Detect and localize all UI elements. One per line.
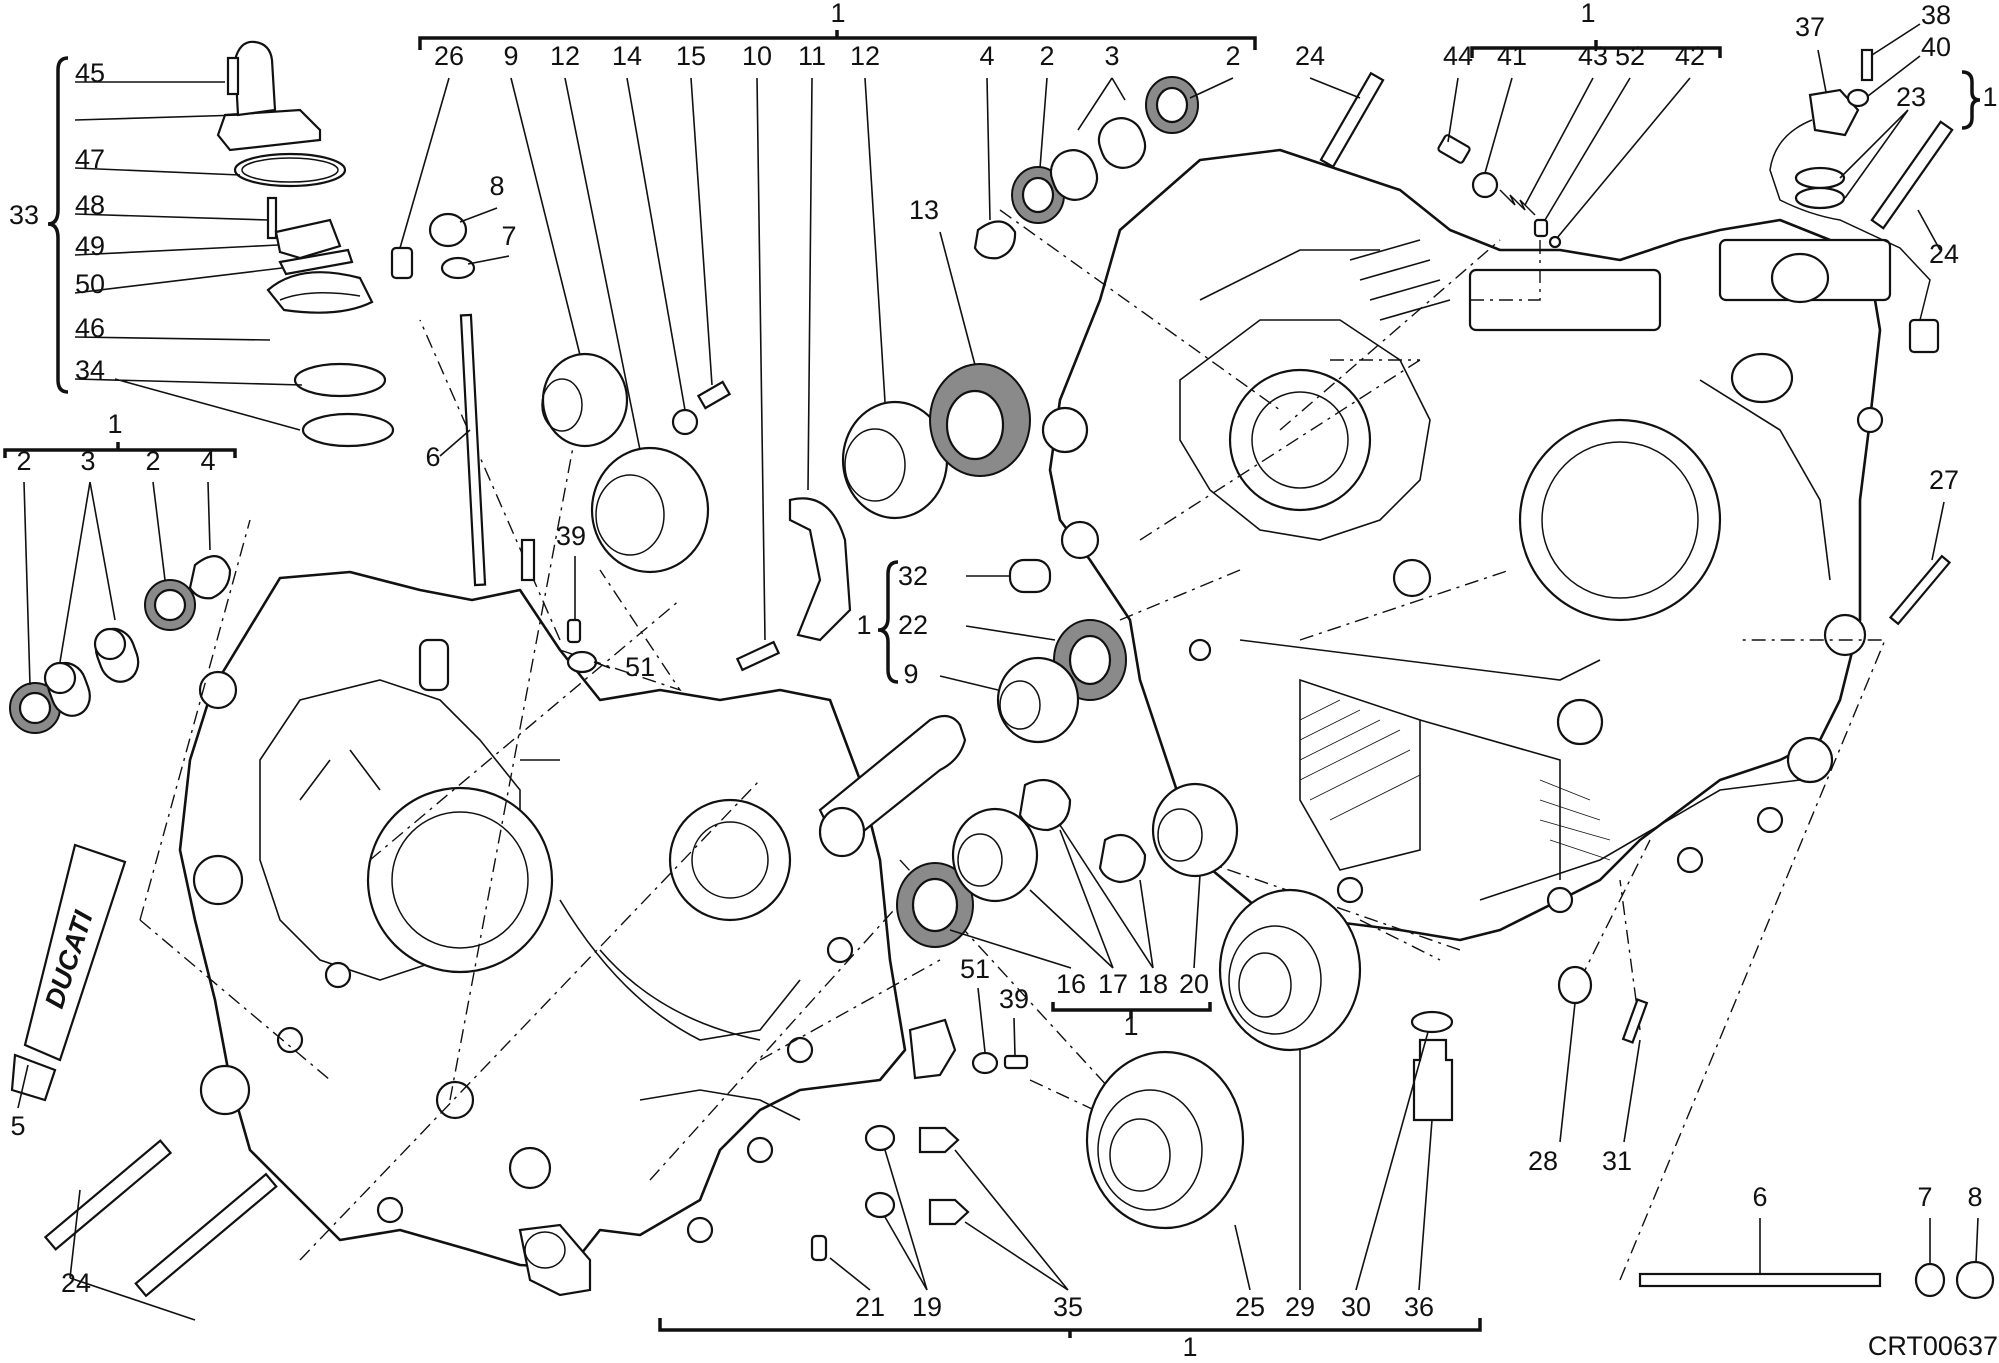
callout-c8b: 8 bbox=[1967, 1182, 1982, 1212]
callout-c14: 14 bbox=[612, 41, 642, 71]
callout-c1d: 1 bbox=[1123, 1011, 1138, 1041]
callout-c13: 13 bbox=[909, 195, 939, 225]
callout-c2d: 2 bbox=[1225, 41, 1240, 71]
callout-c1f: 1 bbox=[1580, 0, 1595, 28]
callout-c43: 43 bbox=[1578, 41, 1608, 71]
callout-c9b: 9 bbox=[903, 659, 918, 689]
callout-c21: 21 bbox=[855, 1292, 885, 1322]
callout-c12b: 12 bbox=[850, 41, 880, 71]
callout-c51b: 51 bbox=[960, 954, 990, 984]
callout-c35: 35 bbox=[1053, 1292, 1083, 1322]
callout-c1c: 1 bbox=[856, 610, 871, 640]
brackets bbox=[3, 30, 1981, 1338]
upper-right-parts bbox=[1319, 48, 1954, 626]
callout-c1e: 1 bbox=[1182, 1332, 1197, 1362]
callout-c48: 48 bbox=[75, 190, 105, 220]
callout-c24b: 24 bbox=[1295, 41, 1325, 71]
callout-c23: 23 bbox=[1896, 82, 1926, 112]
oil-breather-assembly bbox=[216, 40, 395, 448]
callout-c36: 36 bbox=[1404, 1292, 1434, 1322]
callout-c22: 22 bbox=[898, 610, 928, 640]
top-centre-parts bbox=[390, 76, 1199, 672]
callout-c12a: 12 bbox=[550, 41, 580, 71]
callout-c2c: 2 bbox=[1039, 41, 1054, 71]
callout-c6a: 6 bbox=[425, 442, 440, 472]
callout-c1a: 1 bbox=[107, 409, 122, 439]
callout-c52: 52 bbox=[1615, 41, 1645, 71]
callout-c26: 26 bbox=[434, 41, 464, 71]
callout-c7b: 7 bbox=[1917, 1182, 1932, 1212]
callout-c33: 33 bbox=[9, 200, 39, 230]
callout-c39a: 39 bbox=[556, 521, 586, 551]
callout-c4a: 4 bbox=[200, 446, 215, 476]
callout-c1g: 1 bbox=[1982, 82, 1997, 112]
callout-c15: 15 bbox=[676, 41, 706, 71]
right-crankcase-half bbox=[1041, 148, 1892, 942]
callout-c10: 10 bbox=[742, 41, 772, 71]
middle-parts bbox=[566, 558, 1649, 1262]
callout-c29: 29 bbox=[1285, 1292, 1315, 1322]
leader-lines bbox=[17, 23, 1979, 1321]
callout-c46: 46 bbox=[75, 313, 105, 343]
callout-c1b: 1 bbox=[830, 0, 845, 28]
callout-c4b: 4 bbox=[979, 41, 994, 71]
callout-c3b: 3 bbox=[1104, 41, 1119, 71]
callout-c34: 34 bbox=[75, 355, 105, 385]
callout-c3a: 3 bbox=[80, 446, 95, 476]
callout-c28: 28 bbox=[1528, 1146, 1558, 1176]
callout-c38: 38 bbox=[1921, 0, 1951, 30]
callout-c44: 44 bbox=[1443, 41, 1473, 71]
callout-c5: 5 bbox=[10, 1111, 25, 1141]
callout-c47: 47 bbox=[75, 144, 105, 174]
callout-c25: 25 bbox=[1235, 1292, 1265, 1322]
callout-c50: 50 bbox=[75, 269, 105, 299]
callout-c2a: 2 bbox=[16, 446, 31, 476]
callout-c49: 49 bbox=[75, 231, 105, 261]
callout-c31: 31 bbox=[1602, 1146, 1632, 1176]
callout-c45: 45 bbox=[75, 58, 105, 88]
callout-c42: 42 bbox=[1675, 41, 1705, 71]
callout-c30: 30 bbox=[1341, 1292, 1371, 1322]
callout-c11: 11 bbox=[798, 41, 826, 71]
callout-c51a: 51 bbox=[625, 652, 655, 682]
callout-c40: 40 bbox=[1921, 32, 1951, 62]
callout-c24c: 24 bbox=[1929, 239, 1959, 269]
drawing-code: CRT00637 bbox=[1868, 1331, 1998, 1361]
callout-c20: 20 bbox=[1179, 969, 1209, 999]
callout-c17: 17 bbox=[1098, 969, 1128, 999]
callout-c27: 27 bbox=[1929, 465, 1959, 495]
callout-c6b: 6 bbox=[1752, 1182, 1767, 1212]
callout-c8a: 8 bbox=[489, 171, 504, 201]
sealant-tube: DUCATI bbox=[10, 843, 127, 1102]
callout-c9a: 9 bbox=[503, 41, 518, 71]
left-bearing-set bbox=[9, 555, 232, 734]
callout-c37: 37 bbox=[1795, 12, 1825, 42]
callout-c19: 19 bbox=[912, 1292, 942, 1322]
callout-c32: 32 bbox=[898, 561, 928, 591]
callout-c18: 18 bbox=[1138, 969, 1168, 999]
callout-c39b: 39 bbox=[999, 984, 1029, 1014]
left-crankcase-half bbox=[178, 570, 967, 1297]
callout-c24a: 24 bbox=[61, 1268, 91, 1298]
callout-c2b: 2 bbox=[145, 446, 160, 476]
assembly-lines bbox=[139, 209, 1887, 1281]
callout-c7a: 7 bbox=[501, 221, 516, 251]
callout-c16: 16 bbox=[1056, 969, 1086, 999]
callout-c41: 41 bbox=[1497, 41, 1527, 71]
